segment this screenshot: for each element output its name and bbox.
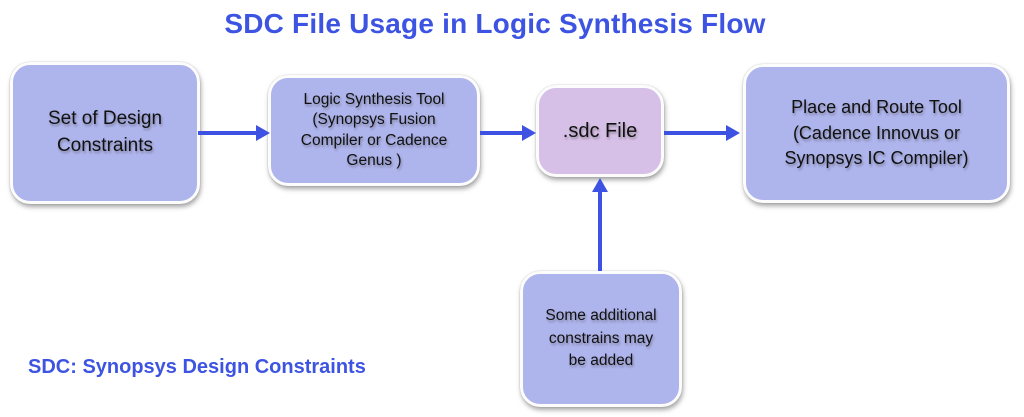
node-sdc-file-label: .sdc File [562, 119, 638, 142]
node-place-and-route-tool-label: Place and Route Tool (Cadence Innovus or… [784, 97, 969, 169]
node-additional-constraints-label: Some additional constrains may be added [545, 307, 657, 370]
arrow-synthesis-to-sdc-line [480, 131, 524, 135]
node-design-constraints-label: Set of Design Constraints [47, 108, 163, 156]
node-sdc-file: .sdc File [536, 85, 664, 177]
acronym-caption: SDC: Synopsys Design Constraints [28, 356, 366, 378]
arrow-design-to-synthesis-head-icon [256, 125, 270, 141]
node-design-constraints: Set of Design Constraints [10, 62, 200, 204]
diagram-title: SDC File Usage in Logic Synthesis Flow [224, 8, 766, 39]
arrow-additional-to-sdc-head-icon [592, 178, 608, 192]
arrow-sdc-to-pnr-head-icon [726, 125, 740, 141]
node-logic-synthesis-tool-label: Logic Synthesis Tool (Synopsys Fusion Co… [300, 90, 448, 169]
node-logic-synthesis-tool: Logic Synthesis Tool (Synopsys Fusion Co… [268, 75, 480, 186]
arrow-sdc-to-pnr-line [664, 131, 728, 135]
node-additional-constraints: Some additional constrains may be added [520, 271, 682, 407]
node-place-and-route-tool: Place and Route Tool (Cadence Innovus or… [743, 64, 1010, 203]
arrow-additional-to-sdc-line [598, 191, 602, 271]
arrow-synthesis-to-sdc-head-icon [522, 125, 536, 141]
arrow-design-to-synthesis-line [198, 131, 258, 135]
